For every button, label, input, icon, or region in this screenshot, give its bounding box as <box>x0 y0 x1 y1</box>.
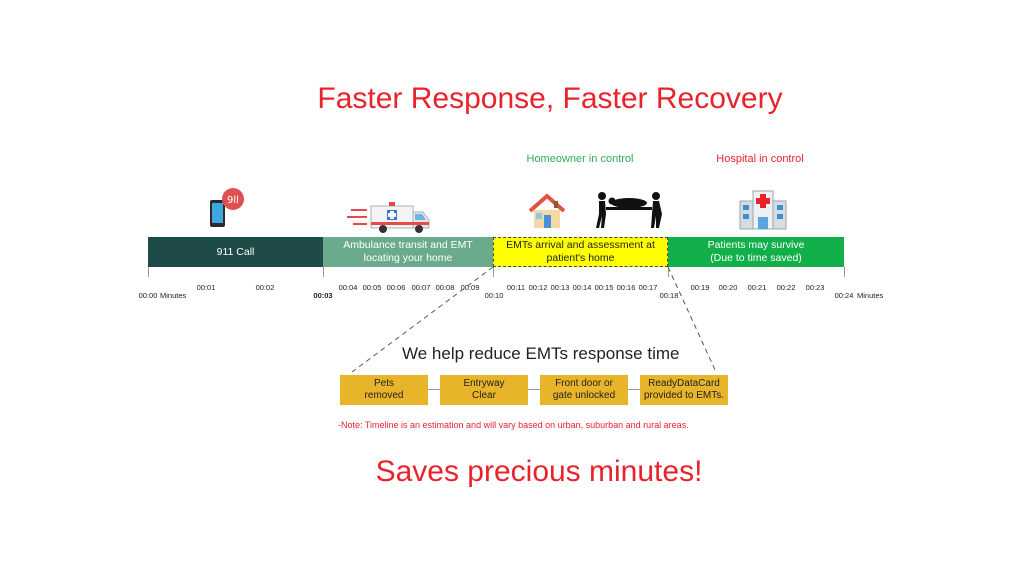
segment-emt-arrival-label: EMTs arrival and assessment at patient's… <box>506 239 655 264</box>
tick-label-00-07: 00:07 <box>411 283 431 292</box>
step-label: Pets removed <box>364 378 404 401</box>
tick-label-00-05: 00:05 <box>362 283 382 292</box>
tick-label-00-20: 00:20 <box>718 283 738 292</box>
tick-label-00-11: 00:11 <box>506 283 526 292</box>
step-pets-removed: Pets removed <box>340 375 428 405</box>
tick-label-00-08: 00:08 <box>435 283 455 292</box>
tick-label-00-06: 00:06 <box>386 283 406 292</box>
step-connector <box>428 389 440 390</box>
tick-mark <box>148 267 149 277</box>
tick-mark <box>493 267 494 277</box>
segment-ambulance-transit: Ambulance transit and EMT locating your … <box>323 237 493 267</box>
step-label: Entryway Clear <box>463 378 505 401</box>
stretcher-carry-icon <box>594 190 664 235</box>
phone-911-icon: 9ll <box>206 186 250 237</box>
segment-patients-survive-label: Patients may survive (Due to time saved) <box>707 239 805 264</box>
step-label: Front door or gate unlocked <box>552 378 616 401</box>
phone-badge-text: 9ll <box>227 195 239 206</box>
segment-ambulance-transit-label: Ambulance transit and EMT locating your … <box>343 239 473 264</box>
tick-label-00-23: 00:23 <box>805 283 825 292</box>
homeowner-control-label: Homeowner in control <box>526 153 634 165</box>
tick-label-00-03: 00:03 <box>313 291 333 300</box>
estimation-note: -Note: Timeline is an estimation and wil… <box>338 420 689 430</box>
tick-label-00-00: 00:00 <box>138 291 158 300</box>
tick-label-00-10: 00:10 <box>484 291 504 300</box>
segment-emt-arrival: EMTs arrival and assessment at patient's… <box>493 237 668 267</box>
tagline: Saves precious minutes! <box>375 455 703 488</box>
step-readydatacard: ReadyDataCard provided to EMTs. <box>640 375 728 405</box>
tick-label-00-12: 00:12 <box>528 283 548 292</box>
step-front-door-unlocked: Front door or gate unlocked <box>540 375 628 405</box>
tick-label-00-09: 00:09 <box>460 283 480 292</box>
step-connector <box>528 389 540 390</box>
tick-label-00-01: 00:01 <box>196 283 216 292</box>
tick-label-00-02: 00:02 <box>255 283 275 292</box>
hospital-icon <box>738 189 788 236</box>
segment-patients-survive: Patients may survive (Due to time saved) <box>668 237 844 267</box>
tick-label-00-24: 00:24 <box>834 291 854 300</box>
subtitle: We help reduce EMTs response time <box>402 344 680 363</box>
segment-911-call: 911 Call <box>148 237 323 267</box>
tick-mark <box>668 267 669 277</box>
tick-label-00-13: 00:13 <box>550 283 570 292</box>
tick-label-00-18: 00:18 <box>659 291 679 300</box>
hospital-control-label: Hospital in control <box>716 153 804 165</box>
tick-mark <box>844 267 845 277</box>
tick-label-00-19: 00:19 <box>690 283 710 292</box>
house-icon <box>526 193 568 236</box>
tick-unit-end: Minutes <box>857 291 884 300</box>
tick-label-00-17: 00:17 <box>638 283 658 292</box>
tick-unit-start: Minutes <box>160 291 187 300</box>
ambulance-icon <box>345 200 437 241</box>
page-title: Faster Response, Faster Recovery <box>317 82 783 115</box>
tick-mark <box>323 267 324 277</box>
tick-label-00-21: 00:21 <box>747 283 767 292</box>
tick-label-00-14: 00:14 <box>572 283 592 292</box>
step-connector <box>628 389 640 390</box>
tick-label-00-15: 00:15 <box>594 283 614 292</box>
tick-label-00-22: 00:22 <box>776 283 796 292</box>
tick-label-00-04: 00:04 <box>338 283 358 292</box>
tick-label-00-16: 00:16 <box>616 283 636 292</box>
step-label: ReadyDataCard provided to EMTs. <box>643 378 725 401</box>
step-entryway-clear: Entryway Clear <box>440 375 528 405</box>
